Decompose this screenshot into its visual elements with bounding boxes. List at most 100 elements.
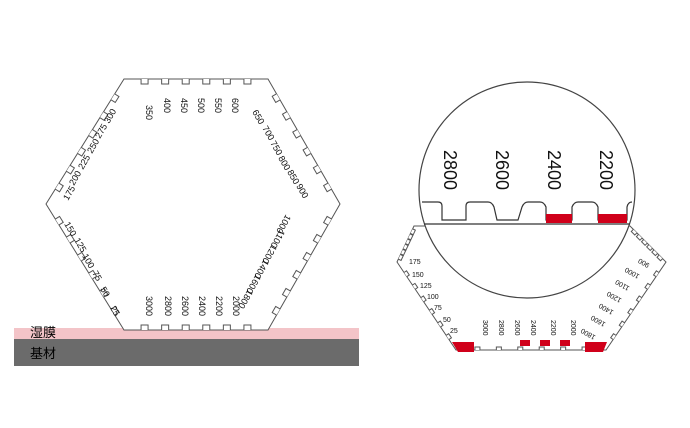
gauge-notch xyxy=(495,346,502,350)
zoom-label: 2800 xyxy=(440,150,460,190)
gauge-notch xyxy=(292,129,301,139)
gauge-notch xyxy=(66,233,76,244)
gauge-label: 3000 xyxy=(144,296,154,316)
tilted-label: 2000 xyxy=(569,320,576,336)
tilted-label: 2600 xyxy=(513,320,520,336)
gauge-notch xyxy=(420,295,427,303)
gauge-notch xyxy=(302,251,312,262)
gauge-notch xyxy=(322,182,332,193)
gauge-label: 2800 xyxy=(163,296,173,316)
right-gauge-illustration: 3000 2800 2600 2400 2200 2000 25 50 75 1… xyxy=(396,81,667,352)
wet-contact-right xyxy=(585,342,607,352)
gauge-label: 75 xyxy=(90,269,104,283)
substrate-label: 基材 xyxy=(30,346,56,361)
tilted-label: 3000 xyxy=(481,320,488,336)
gauge-notch xyxy=(618,320,625,328)
hex-gauge xyxy=(45,78,341,331)
gauge-notch xyxy=(88,269,98,280)
wet-contact-mark xyxy=(560,340,570,346)
tilted-label: 125 xyxy=(420,283,432,290)
gauge-notch xyxy=(517,346,524,350)
tilted-label: 25 xyxy=(450,328,458,335)
gauge-notch xyxy=(635,295,642,303)
gauge-notch xyxy=(630,229,638,236)
tilted-label: 2400 xyxy=(529,320,536,336)
gauge-notch xyxy=(635,234,643,241)
gauge-notch xyxy=(140,324,149,330)
gauge-notch xyxy=(55,182,64,193)
left-gauge-illustration: 350 400 450 500 550 600 650 700 750 800 … xyxy=(14,78,359,366)
gauge-label: 25 xyxy=(108,304,122,318)
zoom-label: 2600 xyxy=(492,150,512,190)
gauge-label: 400 xyxy=(162,98,172,113)
hex-gauge-outline xyxy=(45,78,341,331)
gauge-notch xyxy=(99,111,109,122)
gauge-notch xyxy=(302,146,312,157)
gauge-notch xyxy=(407,233,414,241)
wet-contact-mark xyxy=(540,340,550,346)
gauge-label: 450 xyxy=(179,98,189,113)
zoom-magnifier: 2800 2600 2400 2200 xyxy=(418,81,636,299)
gauge-notch xyxy=(55,215,64,226)
gauge-notch xyxy=(181,324,190,330)
tilted-label: 50 xyxy=(443,317,451,324)
gauge-notch xyxy=(281,111,291,121)
zoom-label: 2200 xyxy=(596,150,616,190)
tilted-label: 2200 xyxy=(549,320,556,336)
gauge-label: 2000 xyxy=(231,296,241,316)
gauge-notches xyxy=(55,79,332,330)
wet-film-layer xyxy=(14,328,359,339)
gauge-notch xyxy=(538,346,545,350)
tilted-gauge-notches xyxy=(398,228,663,350)
zoom-wet-mark xyxy=(598,214,627,223)
gauge-notch xyxy=(312,164,322,175)
gauge-notch xyxy=(398,254,404,262)
gauge-notch xyxy=(271,93,281,104)
tilted-label: 2800 xyxy=(497,320,504,336)
wet-contact-mark xyxy=(520,340,530,346)
gauge-notch xyxy=(312,233,322,244)
gauge-notch xyxy=(656,254,663,262)
gauge-notch xyxy=(644,282,651,290)
gauge-notch xyxy=(181,79,190,85)
gauge-label: 50 xyxy=(98,285,112,299)
gauge-label: 2400 xyxy=(197,296,207,316)
gauge-notch xyxy=(77,251,87,262)
gauge-notch xyxy=(161,79,170,85)
gauge-notch xyxy=(400,249,407,256)
gauge-notch xyxy=(281,287,291,298)
gauge-notch xyxy=(640,239,648,247)
gauge-notch xyxy=(651,249,658,257)
gauge-notch xyxy=(474,346,481,350)
gauge-notch xyxy=(222,79,231,85)
wet-contact-left xyxy=(452,342,474,352)
tilted-label: 75 xyxy=(434,305,442,312)
zoom-wet-mark xyxy=(546,214,572,223)
gauge-notch xyxy=(243,79,252,85)
gauge-notch xyxy=(627,307,634,315)
zoom-tooth-profile xyxy=(422,201,633,221)
gauge-notch xyxy=(645,244,653,252)
gauge-notch xyxy=(405,238,412,246)
gauge-notch xyxy=(271,305,281,316)
tilted-label: 900 xyxy=(637,256,651,268)
gauge-notch xyxy=(429,307,436,315)
gauge-notch xyxy=(445,332,453,340)
gauge-notch xyxy=(140,79,149,85)
tilted-label: 175 xyxy=(409,259,421,266)
gauge-notch xyxy=(292,269,301,280)
tilted-label: 150 xyxy=(412,272,424,279)
gauge-label: 550 xyxy=(213,98,223,113)
gauge-label: 600 xyxy=(230,98,240,113)
gauge-label: 350 xyxy=(144,105,154,120)
gauge-notch xyxy=(161,324,170,330)
gauge-notch xyxy=(652,270,660,278)
gauge-notch xyxy=(403,270,411,278)
gauge-notch xyxy=(77,147,87,157)
gauge-notch xyxy=(202,79,211,85)
zoom-label: 2400 xyxy=(544,150,564,190)
gauge-notch xyxy=(560,346,567,350)
gauge-notch xyxy=(412,282,419,290)
gauge-label: 2600 xyxy=(180,296,190,316)
